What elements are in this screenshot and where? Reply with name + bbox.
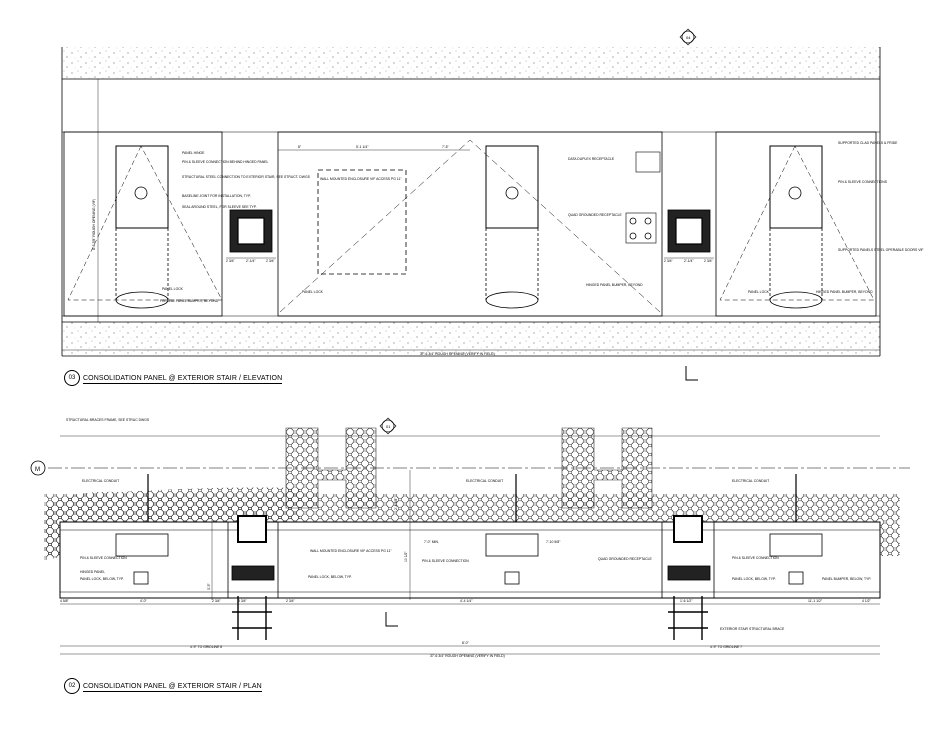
note: SUPPORTED PANELS STEEL OPERABLE DOORS VI… bbox=[838, 248, 923, 252]
section-mark: 01 bbox=[386, 424, 391, 429]
drawing-number: 02 bbox=[64, 678, 80, 694]
plan-view bbox=[30, 417, 910, 655]
note: PANEL LOCK bbox=[748, 290, 770, 294]
dim: 3'-5" bbox=[207, 582, 211, 590]
note: PANEL LOCK, BELOW, TYP. bbox=[308, 575, 352, 579]
dim: 7'-10 5/8" bbox=[546, 540, 561, 544]
elevation-view bbox=[61, 28, 881, 381]
note: PANEL LOCK bbox=[162, 287, 184, 291]
plan-annotations: M STRUCTURAL BRACES FRAME, SEE STRUC DWG… bbox=[35, 35, 872, 658]
note: HINGED PANEL bbox=[80, 570, 105, 574]
note: PIN & SLEEVE CONNECTION BEHIND HINGED PA… bbox=[182, 160, 269, 164]
grid-label: M bbox=[35, 467, 40, 473]
note: DATA DUPLEX RECEPTACLE bbox=[568, 157, 615, 161]
note: HINGED PANEL BUMPER, BEYOND bbox=[816, 290, 873, 294]
dim: 2 3/4" bbox=[212, 599, 222, 603]
note: PIN & SLEEVE CONNECTION bbox=[732, 556, 779, 560]
note: QUAD GROUNDED RECEPTACLE bbox=[598, 557, 653, 561]
note: ELECTRICAL CONDUIT bbox=[82, 479, 119, 483]
overall-dim: 37'-6 3/4" ROUGH OPENING (VERIFY IN FIEL… bbox=[420, 352, 495, 356]
dim: 2 3/4" bbox=[226, 259, 236, 263]
note: ELECTRICAL CONDUIT bbox=[466, 479, 503, 483]
dim: 1'-6 1/2" bbox=[680, 599, 693, 603]
note: STRUCTURAL STEEL CONNECTION TO EXTERIOR … bbox=[182, 175, 311, 179]
dim: 2 3/4" bbox=[664, 259, 674, 263]
drawing-number: 03 bbox=[64, 370, 80, 386]
dim: 2 3/4" bbox=[266, 259, 276, 263]
elevation-annotations: PANEL HINGE PIN & SLEEVE CONNECTION BEHI… bbox=[92, 141, 923, 356]
note: PANEL LOCK bbox=[302, 290, 324, 294]
dim: 4'-9" TO GRIDLINE 8 bbox=[190, 645, 222, 649]
dim: 3 3/4" bbox=[238, 599, 248, 603]
dim: 2'-1/4" bbox=[684, 259, 694, 263]
note: WALL MOUNTED ENCLOSURE VIF ACCESS PG 11" bbox=[320, 177, 402, 181]
dim: 8" bbox=[298, 145, 302, 149]
note: HINGED PANEL BUMPER, BEYOND bbox=[586, 283, 643, 287]
dim: 4'-4 1/4" bbox=[460, 599, 473, 603]
dim: 8'-0" bbox=[462, 641, 470, 645]
dim: 4'-9" TO GRIDLINE 7 bbox=[710, 645, 742, 649]
dim: 7'-0" MIN. bbox=[424, 540, 439, 544]
note: SEAL AROUND STEEL, FOR SLEEVE SEE TYP. bbox=[182, 205, 257, 209]
overall-dim: 37'-6 3/4" ROUGH OPENING (VERIFY IN FIEL… bbox=[430, 654, 505, 658]
dim: 2'-4 5/8" bbox=[394, 497, 398, 510]
dim: 11'-1 1/2" bbox=[808, 599, 823, 603]
note: FIN SEAL PANEL BUMPER, BEYOND bbox=[160, 299, 219, 303]
note: STRUCTURAL BRACES FRAME, SEE STRUC DWGS bbox=[66, 418, 150, 422]
note: PIN & SLEEVE CONNECTION bbox=[422, 559, 469, 563]
note: PANEL LOCK, BELOW, TYP. bbox=[732, 577, 776, 581]
section-mark: 04 bbox=[686, 35, 691, 40]
note: PANEL HINGE bbox=[182, 151, 205, 155]
note: WALL MOUNTED ENCLOSURE VIF ACCESS PG 11" bbox=[310, 549, 392, 553]
note: ELECTRICAL CONDUIT bbox=[732, 479, 769, 483]
dim: 2 3/4" bbox=[704, 259, 714, 263]
dim: 5'-1 1/4" bbox=[356, 145, 369, 149]
dim: 4 1/2" bbox=[862, 599, 872, 603]
note: BASELINE JOINT FOR INSTALLATION, TYP. bbox=[182, 194, 251, 198]
dim: 2'-1/4" bbox=[246, 259, 256, 263]
note: PANEL BUMPER, BELOW, TYP. bbox=[822, 577, 871, 581]
note: EXTERIOR STAIR STRUCTURAL BRACE bbox=[720, 627, 785, 631]
note: QUAD GROUNDED RECEPTACLE bbox=[568, 213, 623, 217]
drawing-title: CONSOLIDATION PANEL @ EXTERIOR STAIR / P… bbox=[83, 682, 262, 692]
dim: 4 5/8" bbox=[60, 599, 70, 603]
dim: 7'-5" bbox=[442, 145, 450, 149]
note: SUPPORTED CLAD PANELS & FRIDE bbox=[838, 141, 898, 145]
note: PIN & SLEEVE CONNECTIONS bbox=[838, 180, 888, 184]
dim: 2 3/4" bbox=[286, 599, 296, 603]
dim: 4'-0" bbox=[140, 599, 148, 603]
note: PANEL LOCK, BELOW, TYP. bbox=[80, 577, 124, 581]
note: PIN & SLEEVE CONNECTION bbox=[80, 556, 127, 560]
drawing-title: CONSOLIDATION PANEL @ EXTERIOR STAIR / E… bbox=[83, 374, 283, 384]
height-dim: 8'-6 7/8" ROUGH OPENING (VIF) bbox=[92, 199, 96, 250]
dim: 10 1/2" bbox=[404, 551, 408, 562]
